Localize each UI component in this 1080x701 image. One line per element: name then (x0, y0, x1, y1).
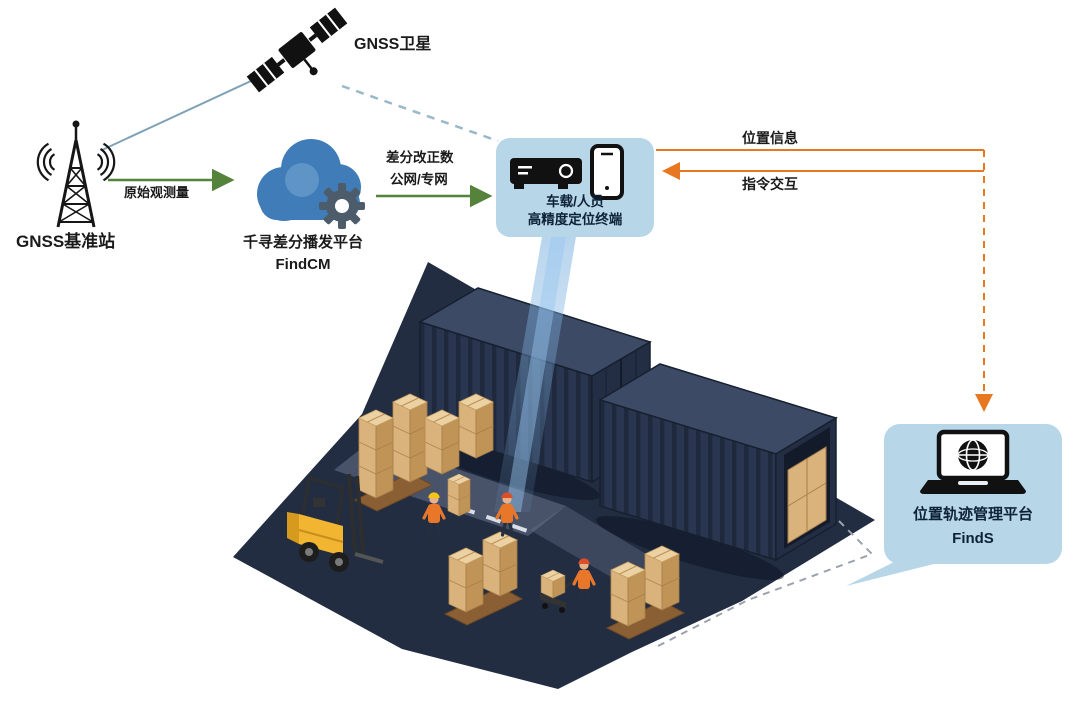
raw-observation-label: 原始观测量 (124, 185, 190, 200)
laptop-globe-icon (920, 429, 1026, 494)
satellite-icon (246, 7, 348, 93)
base-station-label: GNSS基准站 (16, 232, 116, 251)
receiver-icon (510, 158, 582, 189)
container-shadow (596, 515, 784, 581)
satellite-base-link (101, 73, 267, 151)
phone-icon (590, 144, 624, 200)
helmet (428, 492, 440, 498)
satellite-terminal-link (341, 84, 499, 143)
terminal-label-line1: 车载/人员 (546, 194, 604, 209)
antenna-tower-icon (36, 120, 116, 228)
worker-3-with-pallet-jack (540, 558, 596, 613)
positioning-beam-core (505, 237, 566, 512)
command-interaction-label: 指令交互 (742, 176, 798, 192)
worker-1 (422, 492, 446, 537)
pallet-stack-4 (605, 545, 686, 640)
cloud-platform-name: 千寻差分播发平台 (242, 234, 363, 251)
forklift (287, 473, 384, 572)
pallet-stack-3 (443, 531, 524, 626)
terminal-label-line2: 高精度定位终端 (527, 212, 623, 227)
container-b (598, 363, 838, 562)
small-box (447, 473, 471, 501)
helmet (578, 558, 590, 564)
receiver-and-phone-icon (510, 144, 624, 200)
helmet (501, 492, 513, 498)
satellite-label: GNSS卫星 (354, 36, 432, 53)
positioning-beam (494, 237, 576, 512)
pallet-stack-1 (353, 393, 434, 512)
management-platform-product: FindS (952, 530, 994, 547)
cloud-platform-product: FindCM (275, 256, 331, 273)
worker-2 (495, 492, 519, 537)
lane-dash (485, 514, 502, 524)
warehouse-scene (233, 237, 875, 689)
cloud-gear-icon (257, 139, 365, 229)
lane-dash (511, 523, 528, 533)
position-info-label: 位置信息 (742, 130, 798, 146)
management-platform-name: 位置轨迹管理平台 (912, 506, 1033, 523)
gear-icon (319, 183, 365, 229)
correction-label-line1: 差分改正数 (386, 150, 454, 165)
correction-label-line2: 公网/专网 (390, 172, 448, 187)
